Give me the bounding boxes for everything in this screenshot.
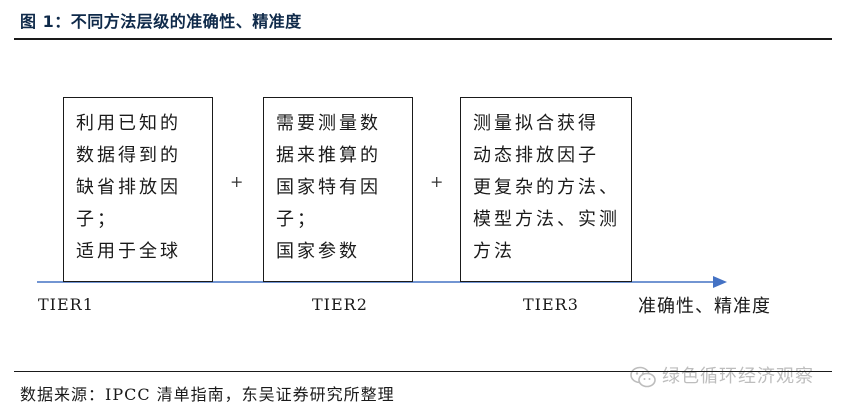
watermark-text: 绿色循环经济观察: [662, 366, 814, 387]
accuracy-axis-arrow: [37, 276, 727, 288]
source-note: 数据来源：IPCC 清单指南，东吴证券研究所整理: [20, 385, 395, 404]
tier3-box: 测量拟合获得 动态排放因子 更复杂的方法、 模型方法、实测 方法: [460, 97, 632, 282]
tier1-box-line: 数据得到的: [76, 145, 181, 166]
tier1-box-line: 利用已知的: [76, 113, 181, 134]
bottom-rule: [14, 371, 832, 372]
tier1-box-line: 子；: [76, 209, 118, 230]
tier2-box: 需要测量数 据来推算的 国家特有因 子； 国家参数: [263, 97, 413, 282]
tier2-box-line: 子；: [276, 209, 318, 230]
plus-operator: +: [430, 172, 444, 191]
tier3-box-line: 模型方法、实测: [473, 209, 620, 230]
axis-end-label: 准确性、精准度: [638, 296, 771, 317]
tier2-box-line: 国家特有因: [276, 177, 381, 198]
tier1-box-line: 缺省排放因: [76, 177, 181, 198]
plus-operator: +: [230, 172, 244, 191]
tier2-label: TIER2: [312, 295, 368, 314]
tier1-box: 利用已知的 数据得到的 缺省排放因 子； 适用于全球: [63, 97, 213, 282]
tier3-box-line: 方法: [473, 241, 515, 262]
tier2-box-line: 需要测量数: [276, 113, 381, 134]
tier3-box-line: 测量拟合获得: [473, 113, 599, 134]
tier3-box-line: 动态排放因子: [473, 145, 599, 166]
tier1-box-line: 适用于全球: [76, 241, 181, 262]
wechat-icon: [630, 366, 656, 388]
watermark: 绿色循环经济观察: [630, 362, 814, 388]
tier3-label: TIER3: [523, 295, 579, 314]
figure-title: 图 1：不同方法层级的准确性、精准度: [20, 12, 302, 31]
tier2-box-line: 国家参数: [276, 241, 360, 262]
tier2-box-line: 据来推算的: [276, 145, 381, 166]
top-rule: [14, 38, 832, 40]
tier3-box-line: 更复杂的方法、: [473, 177, 620, 198]
tier1-label: TIER1: [38, 295, 94, 314]
